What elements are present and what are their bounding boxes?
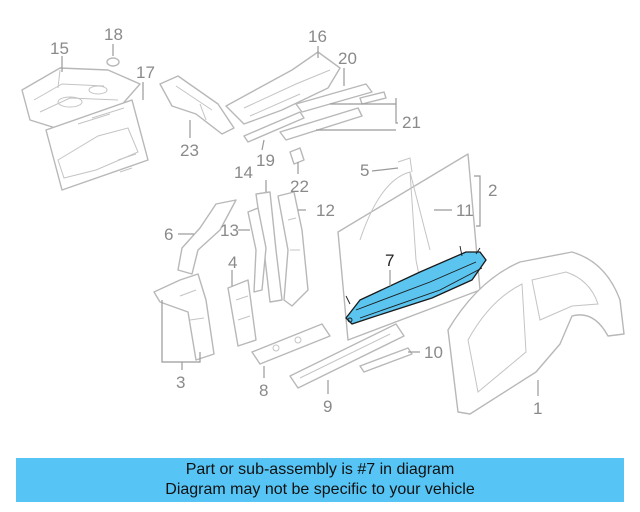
callout-20: 20 [338,49,357,68]
part-18-grommet [106,57,120,67]
callout-15: 15 [50,39,69,58]
part-16-front-floor [225,51,341,125]
leader-lines [61,44,539,396]
callout-14: 14 [234,163,253,182]
part-8-rocker-reinforcement [251,323,331,365]
callout-labels: 15 18 17 16 20 21 23 19 14 22 5 2 11 12 … [50,25,542,418]
callout-13: 13 [220,221,239,240]
part-9-rocker-inner [289,323,405,389]
callout-1: 1 [533,399,542,418]
part-19-sill-strip [243,111,305,143]
callout-2: 2 [488,181,497,200]
callout-19: 19 [256,151,275,170]
callout-6: 6 [164,225,173,244]
part-12-b-pillar [277,191,309,307]
callout-18: 18 [104,25,123,44]
part-1-body-side [447,251,625,415]
callout-16: 16 [308,27,327,46]
part-3-hinge-pillar [153,273,215,361]
part-20-cross-member [295,83,373,113]
callout-3: 3 [176,373,185,392]
callout-4: 4 [228,253,237,272]
part-13-pillar-inner [247,207,267,293]
callout-7: 7 [385,251,394,270]
callout-17: 17 [136,63,155,82]
callout-22: 22 [290,177,309,196]
parts-diagram: 15 18 17 16 20 21 23 19 14 22 5 2 11 12 … [21,25,625,418]
banner-line-2: Diagram may not be specific to your vehi… [165,481,475,498]
callout-5: 5 [360,161,369,180]
part-22-bracket [289,147,305,165]
part-17-floor-members [45,99,149,191]
banner-line-1: Part or sub-assembly is #7 in diagram [185,461,455,478]
part-7-rocker-panel [345,245,487,325]
callout-8: 8 [259,381,268,400]
callout-9: 9 [323,397,332,416]
part-4-reinforcement [227,279,257,347]
info-banner: Part or sub-assembly is #7 in diagram Di… [16,458,624,502]
part-6-a-pillar [177,199,237,275]
part-10-sill-strip [359,347,413,373]
part-21-reinforcements [279,91,387,141]
callout-10: 10 [424,343,443,362]
callout-11: 11 [456,201,474,220]
part-23-front-member [159,75,235,135]
callout-12: 12 [316,201,335,220]
callout-23: 23 [180,141,199,160]
callout-21: 21 [402,113,421,132]
